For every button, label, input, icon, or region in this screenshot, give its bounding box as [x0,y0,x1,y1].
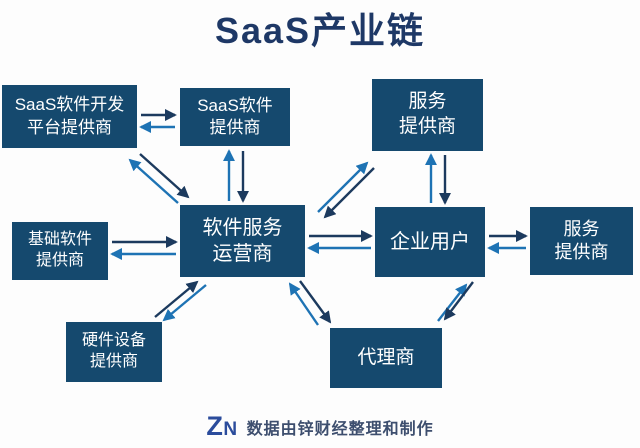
arrow-software-service-operator-to-agent [288,282,319,326]
node-label-line: 提供商 [89,353,138,370]
node-basic-software-provider: 基础软件提供商 [12,222,108,280]
node-hardware-equipment-provider: 硬件设备提供商 [66,322,162,382]
node-service-provider-right: 服务提供商 [530,207,633,275]
arrow-saas-dev-platform-provider-to-software-service-operator [128,158,179,204]
node-saas-dev-platform-provider: SaaS软件开发平台提供商 [2,85,137,148]
node-enterprise-user: 企业用户 [375,207,485,277]
node-label-line: 企业用户 [390,231,470,253]
node-software-service-operator: 软件服务运营商 [180,205,305,277]
node-label-line: SaaS软件开发 [14,95,125,115]
arrow-agent-to-enterprise-user [437,283,468,322]
arrow-software-service-operator-to-agent [299,280,332,324]
footer-credit: 数据由锌财经整理和制作 [246,420,434,438]
node-label-line: 提供商 [554,242,609,262]
edge-layer [110,109,528,326]
node-label-line: 服务 [408,91,447,113]
zn-logo: ZN [206,411,238,441]
arrow-agent-to-enterprise-user [443,281,474,321]
node-saas-software-provider: SaaS软件提供商 [180,88,290,146]
footer: ZN 数据由锌财经整理和制作 [0,413,640,440]
node-service-provider-top: 服务提供商 [372,79,483,151]
arrow-software-service-operator-to-service-provider-top [317,161,369,213]
node-label-line: 硬件设备 [81,332,146,350]
node-label-line: 平台提供商 [27,117,112,137]
node-label-line: 提供商 [398,116,456,137]
arrow-saas-dev-platform-provider-to-software-service-operator [139,153,190,199]
arrow-hardware-equipment-provider-to-software-service-operator [154,280,199,318]
arrow-hardware-equipment-provider-to-software-service-operator [162,284,207,322]
node-label-line: 运营商 [212,243,273,265]
node-agent: 代理商 [330,328,442,388]
node-label-line: SaaS软件 [197,95,273,115]
node-label-line: 提供商 [35,252,84,269]
node-label-line: 服务 [563,218,600,239]
page-title: SaaS产业链 [214,10,426,51]
arrow-software-service-operator-to-service-provider-top [323,167,375,219]
node-label-line: 基础软件 [27,231,92,249]
node-label-line: 软件服务 [202,217,283,239]
node-label-line: 提供商 [209,118,261,137]
node-label-line: 代理商 [357,346,415,368]
